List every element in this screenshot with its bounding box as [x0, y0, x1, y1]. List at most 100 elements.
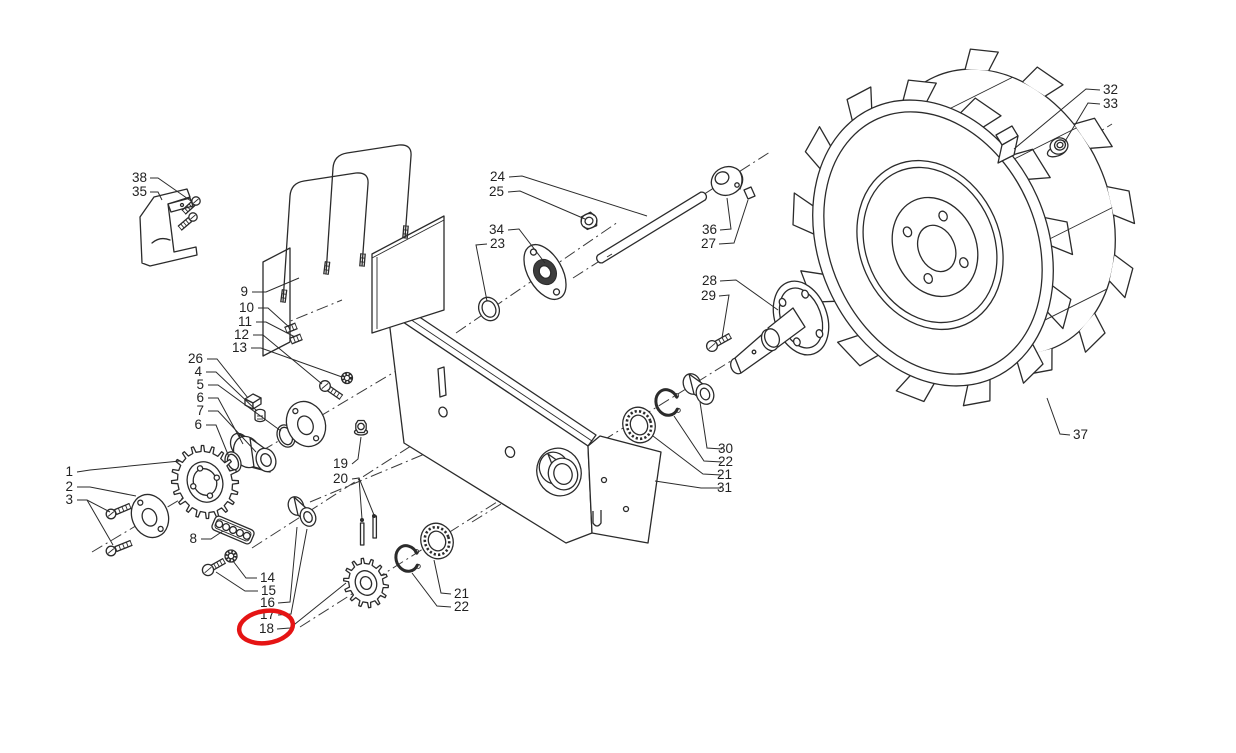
leader-line-35: [150, 191, 163, 201]
part-label-20-23: 20: [333, 471, 348, 486]
part-label-28-30: 28: [702, 273, 717, 288]
part-label-26-7: 26: [188, 351, 203, 366]
part-label-33-39: 33: [1103, 96, 1118, 111]
leader-line-38: [150, 177, 192, 202]
tire-lug: [1073, 117, 1113, 149]
tread-line: [1044, 288, 1108, 321]
axle-bearing: [622, 406, 656, 444]
part-label-31-35: 31: [717, 480, 732, 495]
axle-hub: [730, 280, 830, 375]
part-label-18-21: 18: [259, 621, 274, 636]
leader-line-10: [258, 307, 290, 328]
tread-line: [950, 76, 1013, 109]
wheel-hub-disc: [891, 196, 979, 298]
part-label-35-1: 35: [132, 184, 147, 199]
part-label-15-18: 15: [261, 583, 276, 598]
part-label-5-9: 5: [196, 377, 204, 392]
part-label-7-11: 7: [196, 403, 204, 418]
tire-lug: [1016, 343, 1044, 384]
tire-far-lugs: [964, 48, 1136, 376]
part-label-14-17: 14: [260, 570, 276, 585]
support-bracket: [139, 188, 198, 267]
leader-line-23: [475, 243, 488, 302]
leader-line-2: [77, 486, 137, 497]
part-label-21-34: 21: [717, 467, 732, 482]
leader-line-22: [673, 415, 723, 463]
leader-line-9: [252, 277, 300, 293]
lower-circlip: [394, 544, 421, 573]
leader-line-4: [206, 371, 258, 412]
part-label-8-16: 8: [189, 531, 197, 546]
shaft-nut-19: [353, 419, 369, 436]
lock-washer-13: [340, 371, 354, 385]
disc-screws: [105, 502, 133, 557]
leader-dot: [372, 514, 376, 518]
leader-lines: [76, 88, 1101, 630]
part-label-24-24: 24: [490, 169, 506, 184]
leader-line-21: [433, 559, 452, 595]
leader-line-12: [253, 334, 323, 385]
u-bolt-threads: [280, 225, 409, 303]
part-label-12-5: 12: [234, 327, 249, 342]
leader-line-3: [86, 499, 114, 546]
bearing-ring: [477, 296, 501, 322]
tire-lug: [836, 334, 879, 367]
part-label-27-29: 27: [701, 236, 716, 251]
part-label-3-15: 3: [65, 492, 73, 507]
leader-line-3: [77, 499, 111, 513]
lower-bearing: [420, 522, 454, 560]
flange-nut: [1046, 137, 1069, 158]
part-label-38-0: 38: [132, 170, 147, 185]
flange-bearing: [523, 244, 567, 300]
part-labels: 3835910111213264567612381415161718192024…: [65, 82, 1118, 636]
part-label-23-27: 23: [490, 236, 505, 251]
hub-disc: [130, 493, 170, 539]
tire-lug: [902, 79, 937, 102]
tire-lug: [792, 192, 814, 235]
shaft-nut: [580, 211, 598, 231]
tire-lug: [1078, 312, 1106, 353]
part-label-37-40: 37: [1073, 427, 1088, 442]
part-label-2-14: 2: [65, 479, 73, 494]
leader-line-20: [358, 477, 375, 516]
part-label-22-37: 22: [454, 599, 469, 614]
drive-sprocket: [170, 444, 240, 520]
tire-lug: [1047, 285, 1072, 330]
part-label-9-2: 9: [240, 284, 248, 299]
leader-line-7: [208, 410, 257, 453]
tine-shaft: [596, 191, 707, 264]
part-label-6-10: 6: [196, 390, 204, 405]
shaft-collar: [710, 165, 744, 197]
leader-line-36: [719, 197, 732, 231]
tire-lug: [1011, 148, 1051, 180]
leader-line-32: [1013, 88, 1101, 150]
leader-line-27: [718, 199, 749, 245]
part-label-16-19: 16: [260, 595, 275, 610]
frame-plate: [387, 301, 662, 544]
part-label-25-25: 25: [489, 184, 504, 199]
clip-nuts: [284, 322, 303, 345]
bushing: [287, 496, 317, 527]
tread-line: [1014, 127, 1077, 160]
part-label-34-26: 34: [489, 222, 505, 237]
bracket-screws: [177, 196, 201, 231]
tire-lug: [1109, 254, 1134, 299]
highlight-ellipse: [236, 608, 296, 646]
collar-set-screw: [743, 186, 756, 200]
part-label-4-8: 4: [194, 364, 202, 379]
part-label-1-13: 1: [65, 464, 73, 479]
leader-line-6: [206, 424, 230, 458]
leader-line-15: [215, 571, 258, 592]
leader-line-13: [251, 347, 343, 378]
tire-lug: [1022, 66, 1064, 97]
leader-line-21: [652, 435, 722, 476]
mount-plate: [371, 215, 445, 334]
leader-line-16: [277, 526, 298, 604]
leader-line-26: [207, 358, 249, 399]
tire-lug: [962, 379, 991, 407]
leader-line-33: [1063, 102, 1101, 144]
rim-clip: [995, 125, 1019, 164]
leader-line-1: [76, 460, 181, 473]
